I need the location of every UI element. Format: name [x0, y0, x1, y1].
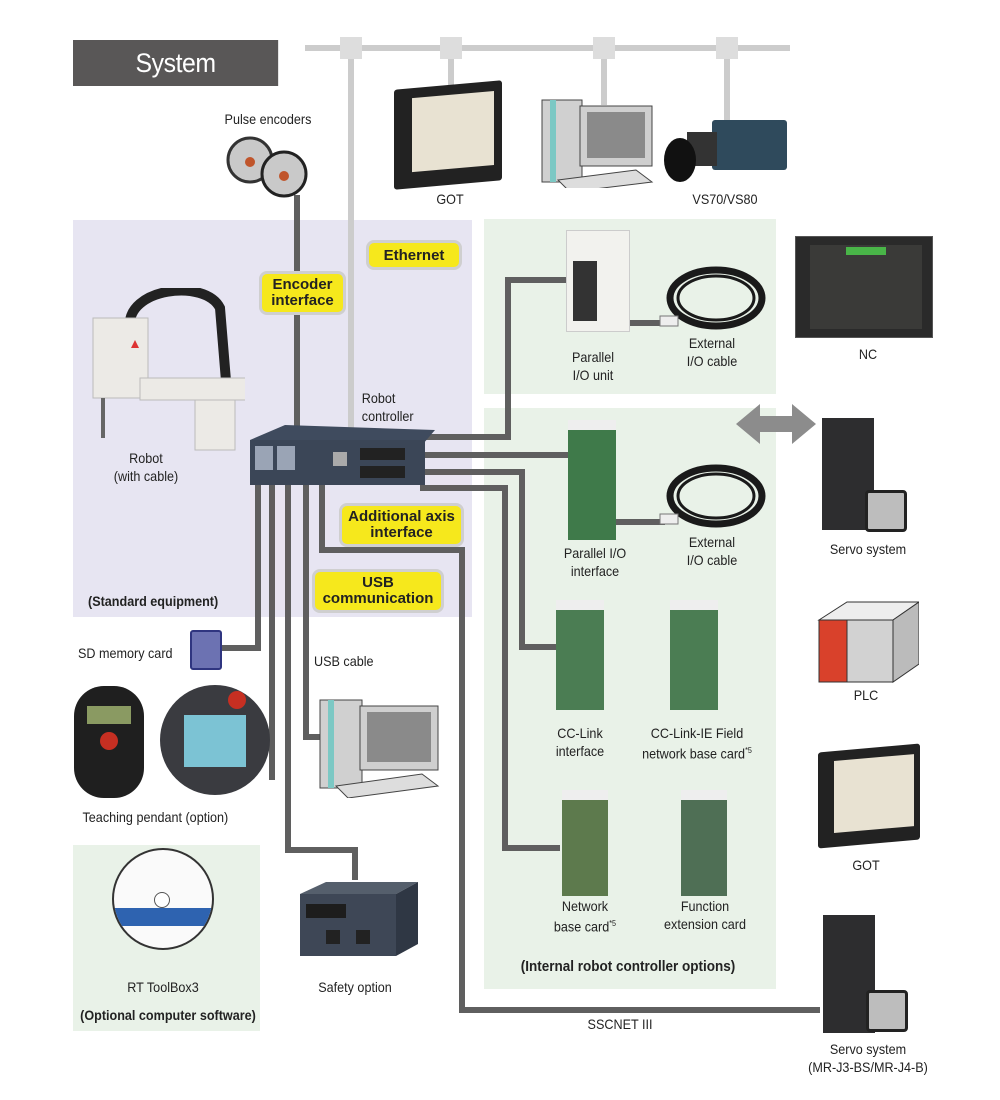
got-monitor-icon: [818, 743, 920, 849]
label-line: Parallel: [571, 349, 615, 365]
external-io-cable-label: External I/O cable: [676, 533, 748, 569]
sd-card-icon: [190, 630, 222, 670]
plc-icon: [817, 598, 921, 689]
usb-cable-label: USB cable: [314, 653, 374, 669]
bidirectional-arrow: [736, 404, 816, 444]
robot-controller-icon: [245, 422, 435, 492]
internal-options-label: (Internal robot controller options): [520, 958, 736, 975]
label-line: External: [688, 335, 736, 351]
parallel-io-unit-label: Parallel I/O unit: [562, 348, 625, 384]
parallel-io-unit-icon: [566, 230, 630, 332]
got-monitor-icon: [394, 80, 502, 190]
external-io-cable-icon: [658, 262, 768, 342]
vision-sensor-camera-icon: [662, 110, 792, 195]
network-base-card-icon: [562, 790, 608, 896]
label-line: I/O unit: [572, 367, 614, 383]
function-extension-card-icon: [681, 790, 727, 896]
teaching-pendant-label: Teaching pendant (option): [82, 809, 229, 825]
safety-option-icon: [296, 880, 421, 965]
label-line: extension card: [664, 916, 746, 932]
sd-card-label: SD memory card: [78, 645, 173, 661]
standard-equipment-label: (Standard equipment): [88, 593, 219, 609]
external-io-cable-label: External I/O cable: [676, 334, 748, 370]
pc-icon: [540, 88, 655, 193]
parallel-io-unit-panel: [484, 219, 776, 394]
tag-line: Additional axis: [348, 508, 455, 525]
tag-line: interface: [370, 524, 433, 541]
nc-label: NC: [858, 346, 878, 362]
robot-label: Robot (with cable): [101, 449, 191, 485]
cc-link-card-icon: [556, 600, 604, 710]
vs-label: VS70/VS80: [692, 191, 758, 207]
label-line: I/O cable: [686, 353, 738, 369]
safety-option-label: Safety option: [318, 979, 392, 995]
controller-cables: [222, 195, 820, 1013]
cc-link-ie-card-icon: [670, 600, 718, 710]
plc-label: PLC: [853, 687, 879, 703]
tag-line: USB: [362, 574, 394, 591]
rt-toolbox-label: RT ToolBox3: [127, 979, 199, 995]
tag-line: interface: [271, 292, 334, 309]
parallel-io-interface-card-icon: [568, 420, 616, 540]
label-line: interface: [570, 563, 620, 579]
additional-axis-interface-tag: Additional axis interface: [339, 503, 464, 547]
got-bottom-label: GOT: [852, 857, 880, 873]
label-line: Robot: [129, 450, 163, 466]
label-line: (with cable): [113, 468, 179, 484]
footnote-mark: *5: [745, 746, 752, 755]
label-line: External: [688, 534, 736, 550]
servo-motor-icon: [866, 990, 908, 1032]
touch-teaching-pendant-icon: [160, 685, 270, 795]
optional-software-label: (Optional computer software): [80, 1007, 256, 1023]
label-line: interface: [555, 743, 605, 759]
label-line: controller: [361, 408, 414, 424]
cc-link-ie-label: CC-Link-IE Field network base card*5: [639, 724, 756, 763]
ethernet-hubs: [340, 37, 738, 59]
network-base-card-label: Network base card*5: [545, 897, 626, 936]
label-line: (MR-J3-BS/MR-J4-B): [808, 1059, 928, 1075]
sscnet-label: SSCNET III: [587, 1016, 653, 1032]
external-io-cable-icon: [658, 460, 768, 540]
label-line: network base card: [642, 745, 746, 762]
label-line: I/O cable: [686, 552, 738, 568]
pulse-encoders-label: Pulse encoders: [224, 111, 312, 127]
robot-controller-label: Robot controller: [362, 389, 430, 425]
tag-line: Encoder: [272, 276, 333, 293]
label-line: base card: [553, 918, 610, 935]
label-line: CC-Link: [557, 725, 603, 741]
footnote-mark: *5: [609, 919, 617, 928]
page-title: System architecture: [73, 40, 279, 124]
nc-monitor-icon: [795, 236, 933, 338]
cc-link-label: CC-Link interface: [544, 724, 616, 760]
scara-robot-icon: [85, 285, 251, 468]
parallel-io-interface-label: Parallel I/O interface: [555, 544, 636, 580]
teaching-pendant-icon: [74, 686, 144, 798]
usb-communication-tag: USB communication: [312, 569, 444, 613]
label-line: Parallel I/O: [563, 545, 627, 561]
label-line: Robot: [361, 390, 396, 406]
label-line: Network: [561, 898, 609, 914]
label-line: Function: [680, 898, 730, 914]
pc-icon: [318, 688, 443, 803]
internal-options-panel: [484, 408, 776, 989]
servo-motor-icon: [865, 490, 907, 532]
label-line: CC-Link-IE Field: [650, 725, 744, 741]
encoder-interface-tag: Encoder interface: [259, 271, 346, 315]
got-top-label: GOT: [436, 191, 464, 207]
tag-line: communication: [322, 590, 434, 607]
function-extension-card-label: Function extension card: [660, 897, 750, 933]
label-line: Servo system: [829, 1041, 907, 1057]
servo-system-label: Servo system: [829, 541, 907, 557]
pulse-encoders-icon: [222, 132, 312, 207]
ethernet-tag: Ethernet: [366, 240, 462, 270]
servo-system-bottom-label: Servo system (MR-J3-BS/MR-J4-B): [805, 1040, 931, 1076]
rt-toolbox-cd-icon: [112, 848, 214, 950]
